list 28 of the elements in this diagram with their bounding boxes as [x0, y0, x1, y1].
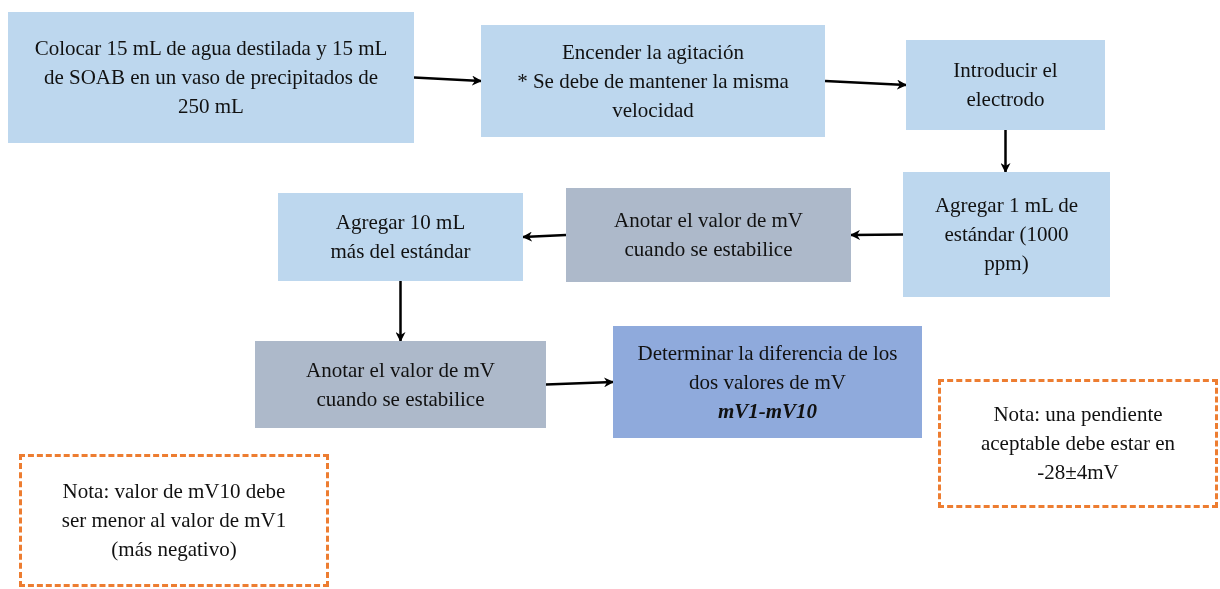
note-text: Nota: una pendiente aceptable debe estar en -28±4mV — [979, 401, 1177, 486]
process-box — [255, 341, 546, 428]
note-box — [938, 379, 1218, 508]
arrow — [850, 229, 903, 240]
step-text: Anotar el valor de mV cuando se estabilice — [613, 207, 804, 263]
step-text: Encender la agitación — [562, 38, 744, 66]
arrow — [522, 231, 567, 242]
arrow — [824, 79, 907, 90]
step-text: Agregar 1 mL de estándar (1000 ppm) — [933, 192, 1080, 277]
step-note: mV1-mV10 — [717, 397, 818, 425]
step-text: Anotar el valor de mV cuando se estabilice — [305, 356, 496, 413]
process-box — [278, 193, 523, 281]
arrow — [395, 281, 406, 342]
result-box — [613, 326, 922, 438]
step-text: Colocar 15 mL de agua destilada y 15 mL de SOAB en un vaso de precipitados de 250 mL — [33, 35, 389, 120]
note-text: Nota: valor de mV10 debe ser menor al valor de mV1 (más negativo) — [60, 478, 288, 563]
step-text: Agregar 10 mL más del estándar — [329, 209, 472, 265]
process-box — [481, 25, 825, 137]
process-box — [8, 12, 414, 143]
note-box — [19, 454, 329, 587]
step-note: * Se debe de mantener la misma velocidad — [516, 67, 790, 124]
process-box — [903, 172, 1110, 297]
step-text: Introducir el electrodo — [952, 57, 1059, 113]
arrow — [545, 377, 614, 388]
process-box — [566, 188, 851, 282]
process-box — [906, 40, 1105, 130]
arrow — [413, 75, 482, 86]
arrow — [1000, 130, 1011, 173]
